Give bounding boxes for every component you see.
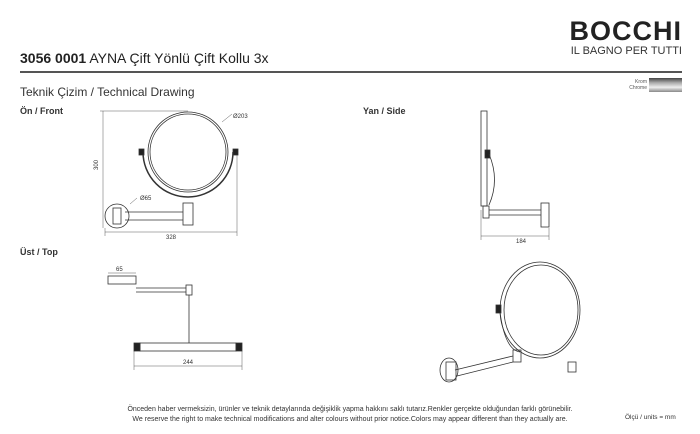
disclaimer: Önceden haber vermeksizin, ürünler ve te… bbox=[80, 405, 620, 425]
dim-side-depth: 184 bbox=[516, 239, 527, 245]
finish-label-en: Chrome bbox=[629, 85, 647, 91]
top-view-drawing: 65 244 bbox=[107, 267, 243, 370]
dim-mirror-diameter: Ø203 bbox=[233, 114, 248, 120]
front-view-drawing: Ø203 300 Ø65 328 bbox=[94, 110, 248, 241]
dim-width: 328 bbox=[166, 235, 177, 241]
units-note: Ölçü / units = mm bbox=[625, 414, 676, 421]
perspective-view-drawing bbox=[439, 261, 581, 383]
chrome-color-chip bbox=[649, 78, 682, 92]
dim-top-width: 244 bbox=[183, 360, 194, 366]
logo-brand: BOCCHI bbox=[569, 16, 682, 46]
disclaimer-en: We reserve the right to make technical m… bbox=[132, 416, 568, 423]
view-label-top: Üst / Top bbox=[20, 247, 58, 257]
view-label-front: Ön / Front bbox=[20, 106, 63, 116]
logo-tagline: IL BAGNO PER TUTTI bbox=[570, 45, 682, 57]
dim-base-diameter: Ø65 bbox=[140, 196, 152, 202]
product-title: 3056 0001 AYNA Çift Yönlü Çift Kollu 3x bbox=[20, 50, 269, 66]
disclaimer-tr: Önceden haber vermeksizin, ürünler ve te… bbox=[127, 406, 573, 413]
product-name: AYNA Çift Yönlü Çift Kollu 3x bbox=[89, 50, 269, 66]
side-view-drawing: 184 bbox=[480, 110, 550, 245]
view-label-side: Yan / Side bbox=[363, 106, 406, 116]
dim-top-base: 65 bbox=[116, 267, 123, 273]
dim-height: 300 bbox=[94, 159, 100, 170]
product-code: 3056 0001 bbox=[20, 50, 87, 66]
finish-label-tr: Krom bbox=[635, 79, 647, 85]
brand-logo: BOCCHI IL BAGNO PER TUTTI bbox=[569, 16, 683, 58]
section-title: Teknik Çizim / Technical Drawing bbox=[20, 85, 195, 99]
divider bbox=[20, 71, 682, 73]
